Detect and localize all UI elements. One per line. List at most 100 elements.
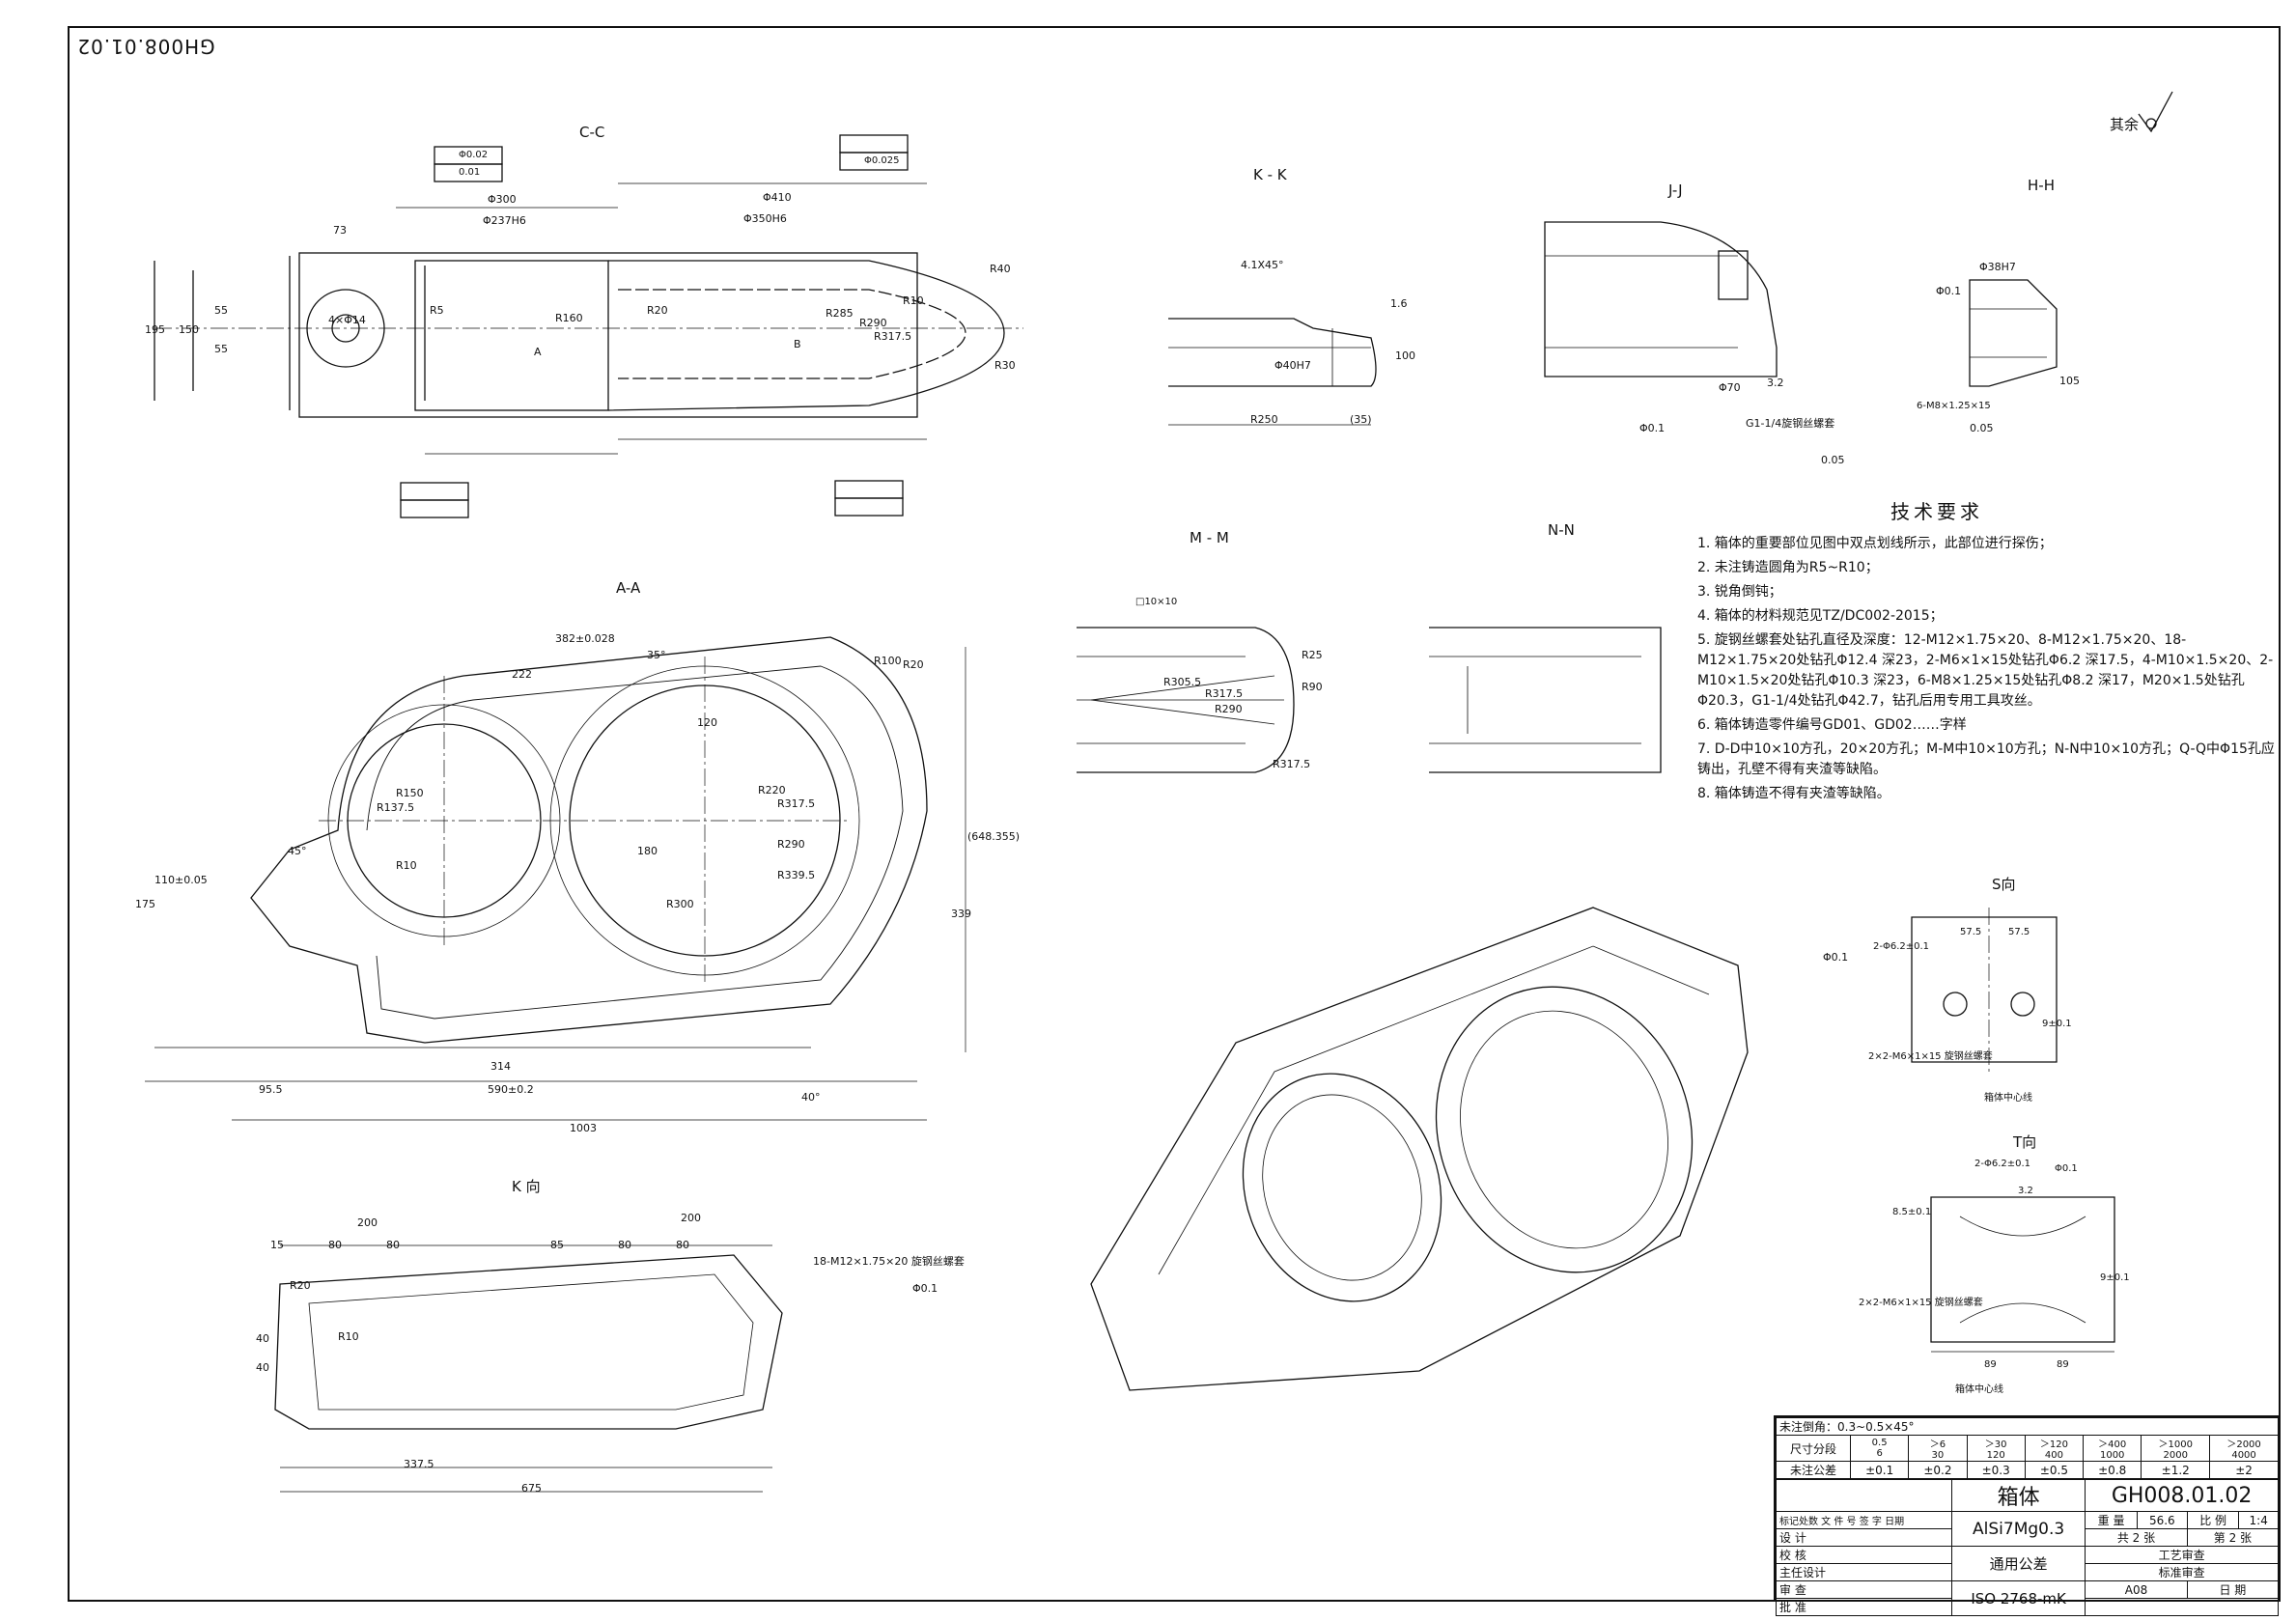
- dim-aa-r3175: R317.5: [777, 797, 816, 810]
- tol-value: ±0.3: [1966, 1461, 2026, 1479]
- dim-aa-339: 339: [951, 908, 971, 920]
- dim-kk-chamfer: 4.1X45°: [1241, 259, 1284, 271]
- dim-s-9: 9±0.1: [2042, 1019, 2072, 1029]
- tol-k-phi01: Φ0.1: [912, 1282, 938, 1295]
- view-label-k: K 向: [512, 1178, 541, 1195]
- dim-aa-180: 180: [637, 845, 658, 857]
- dim-kk-100: 100: [1395, 349, 1415, 362]
- dim-cc-r20: R20: [647, 304, 668, 317]
- dim-k-80d: 80: [676, 1239, 689, 1251]
- signature-table: 箱体 GH008.01.02 标记处数 文 件 号 签 字 日期 AlSi7Mg…: [1776, 1479, 2280, 1616]
- view-label-kk: K - K: [1253, 166, 1287, 183]
- technical-requirements: 技术要求 1. 箱体的重要部位见图中双点划线所示，此部位进行探伤； 2. 未注铸…: [1697, 502, 2277, 808]
- note-t-thread: 2×2-M6×1×15 旋钢丝螺套: [1859, 1298, 1983, 1308]
- view-label-s: S向: [1992, 876, 2016, 893]
- note-item: 6. 箱体铸造零件编号GD01、GD02……字样: [1697, 717, 1967, 733]
- note-item: 1. 箱体的重要部位见图中双点划线所示，此部位进行探伤；: [1697, 536, 2053, 551]
- dim-cc-195: 195: [145, 323, 165, 336]
- note-s-centerline: 箱体中心线: [1984, 1093, 2032, 1104]
- note-item: 8. 箱体铸造不得有夹渣等缺陷。: [1697, 786, 1890, 801]
- tol-value: ±0.2: [1908, 1461, 1968, 1479]
- scale: 1:4: [2238, 1511, 2279, 1529]
- dim-kk-r250: R250: [1250, 413, 1278, 426]
- tol-hh-005: 0.05: [1970, 422, 1994, 434]
- tol-s-phi01: Φ0.1: [1823, 951, 1849, 964]
- tol-range: ＞30 120: [1966, 1435, 2026, 1462]
- dim-k-675: 675: [521, 1482, 542, 1495]
- title-block: 未注倒角：0.3~0.5×45° 尺寸分段 0.5 6 ＞6 30 ＞30 12…: [1774, 1415, 2281, 1616]
- dim-aa-1003: 1003: [570, 1122, 597, 1134]
- sig-header: 标记处数 文 件 号 签 字 日期: [1776, 1511, 1952, 1529]
- dim-aa-r1375: R137.5: [377, 801, 415, 814]
- dim-t-9: 9±0.1: [2100, 1272, 2130, 1283]
- dim-kk-16: 1.6: [1390, 297, 1408, 310]
- dim-k-80b: 80: [386, 1239, 400, 1251]
- note-item: 3. 锐角倒钝；: [1697, 584, 1782, 600]
- dim-aa-r3395: R339.5: [777, 869, 816, 881]
- tol-value: ±0.8: [2083, 1461, 2142, 1479]
- dim-s-575a: 57.5: [1960, 927, 1982, 937]
- version: A08: [2085, 1580, 2188, 1599]
- dim-aa-648: (648.355): [967, 830, 1021, 843]
- dim-cc-150: 150: [179, 323, 199, 336]
- view-label-cc: C-C: [579, 124, 605, 141]
- weight-label: 重 量: [2085, 1511, 2138, 1529]
- dim-hh-phi38: Φ38H7: [1979, 261, 2016, 273]
- tol-range: ＞2000 4000: [2209, 1435, 2279, 1462]
- dim-jj-32: 3.2: [1767, 377, 1784, 389]
- tol-range: 0.5 6: [1849, 1435, 1910, 1462]
- dim-mm-r3175b: R317.5: [1273, 758, 1311, 770]
- dim-s-575b: 57.5: [2008, 927, 2030, 937]
- dim-cc-holes: 4×Φ14: [328, 314, 366, 326]
- dim-aa-110: 110±0.05: [154, 874, 208, 886]
- view-label-t: T向: [2013, 1133, 2037, 1151]
- dim-aa-175: 175: [135, 898, 155, 910]
- dim-cc-237: Φ237H6: [483, 214, 526, 227]
- dim-aa-r300: R300: [666, 898, 694, 910]
- craft-review: 工艺审查: [2085, 1546, 2279, 1564]
- dim-mm-r3055: R305.5: [1163, 676, 1202, 688]
- note-item: 7. D-D中10×10方孔，20×20方孔；M-M中10×10方孔；N-N中1…: [1697, 741, 2275, 777]
- dim-aa-222: 222: [512, 668, 532, 681]
- dim-aa-45: 45°: [288, 845, 307, 857]
- dim-cc-300: Φ300: [488, 193, 517, 206]
- dim-cc-r5: R5: [430, 304, 444, 317]
- dim-aa-955: 95.5: [259, 1083, 283, 1096]
- iso-standard: ISO 2768-mK: [1950, 1580, 2086, 1616]
- notes-title: 技术要求: [1890, 500, 1983, 523]
- dim-mm-r3175: R317.5: [1205, 687, 1244, 700]
- dim-s-holes: 2-Φ6.2±0.1: [1873, 941, 1930, 952]
- part-name: 箱体: [1950, 1479, 2086, 1512]
- sig-design: 设 计: [1776, 1528, 1952, 1547]
- dim-k-40b: 40: [256, 1361, 269, 1374]
- date-label: 日 期: [2186, 1580, 2280, 1599]
- dim-aa-35: 35°: [647, 649, 666, 661]
- note-s-thread: 2×2-M6×1×15 旋钢丝螺套: [1868, 1051, 1993, 1062]
- datum-b: B: [794, 338, 801, 350]
- dim-cc-410: Φ410: [763, 191, 792, 204]
- dim-k-200a: 200: [357, 1216, 378, 1229]
- tol-cc-001: 0.01: [459, 167, 481, 178]
- tolerance-table: 未注倒角：0.3~0.5×45° 尺寸分段 0.5 6 ＞6 30 ＞30 12…: [1776, 1417, 2279, 1479]
- tol-value-label: 未注公差: [1776, 1461, 1851, 1479]
- tol-hh-phi01: Φ0.1: [1936, 285, 1962, 297]
- note-item: 2. 未注铸造圆角为R5~R10；: [1697, 560, 1879, 575]
- part-number: GH008.01.02: [2085, 1479, 2279, 1512]
- tol-range: ＞6 30: [1908, 1435, 1968, 1462]
- tol-jj-phi01: Φ0.1: [1639, 422, 1666, 434]
- dim-cc-r10: R10: [903, 294, 924, 307]
- dim-cc-r30: R30: [994, 359, 1016, 372]
- dim-cc-r3175: R317.5: [874, 330, 912, 343]
- tol-value: ±1.2: [2141, 1461, 2211, 1479]
- sig-approve: 批 准: [1776, 1598, 1952, 1616]
- sig-review: 审 查: [1776, 1580, 1952, 1599]
- dim-aa-314: 314: [490, 1060, 511, 1073]
- dim-t-32: 3.2: [2018, 1186, 2033, 1196]
- tol-value: ±0.5: [2024, 1461, 2085, 1479]
- tol-range-label: 尺寸分段: [1776, 1435, 1851, 1462]
- sheets-total: 共 2 张: [2085, 1528, 2188, 1547]
- dim-mm-r90: R90: [1302, 681, 1323, 693]
- dim-aa-r10: R10: [396, 859, 417, 872]
- dim-aa-40: 40°: [801, 1091, 821, 1104]
